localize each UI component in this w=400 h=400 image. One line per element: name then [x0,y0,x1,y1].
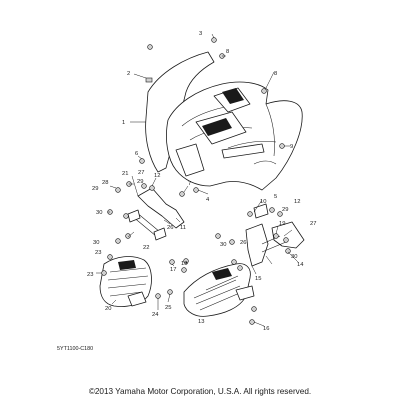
callout-27-b: 27 [138,170,144,176]
callout-2: 2 [127,71,130,77]
callout-22: 22 [143,245,149,251]
right-bracket [245,203,305,267]
callout-27: 27 [310,221,316,227]
callout-5: 5 [274,194,277,200]
callout-23: 23 [87,272,93,278]
left-footrest [99,256,152,307]
callout-19: 19 [279,221,285,227]
fasteners [101,37,291,325]
left-bracket [127,187,185,241]
callout-25: 25 [165,305,171,311]
callout-24: 24 [152,312,159,318]
copyright-notice: ©2013 Yamaha Motor Corporation, U.S.A. A… [88,387,312,396]
callout-30-d: 30 [220,242,226,248]
callout-9: 9 [290,144,293,150]
callout-7: 7 [188,181,191,187]
callout-12-b: 12 [294,199,300,205]
callout-23-b: 23 [95,250,101,256]
callout-17: 17 [170,267,176,273]
leader-lines [96,33,299,327]
callout-1: 1 [122,120,125,126]
callout-6: 6 [135,151,138,157]
callout-20: 20 [105,306,111,312]
callout-11: 11 [180,225,186,231]
callouts: 1 2 3 4 5 6 7 8 9 10 11 12 13 14 15 16 1… [87,31,316,332]
callout-8: 8 [274,71,277,77]
callout-3: 3 [199,31,202,37]
callout-10: 10 [260,199,266,205]
callout-15: 15 [255,276,261,282]
callout-26-b: 26 [240,240,246,246]
callout-21: 21 [122,171,128,177]
callout-30-b: 30 [93,240,99,246]
callouts-repeat: 29 27 12 29 8 30 23 30 30 26 [93,49,300,260]
callout-28: 28 [102,180,108,186]
callout-30: 30 [96,210,102,216]
rear-fender [145,51,303,191]
callout-26: 26 [167,225,173,231]
diagram-code: 5YT1100-C180 [57,346,94,352]
callout-8-b: 8 [226,49,229,55]
callout-18: 18 [181,261,187,267]
callout-14: 14 [297,262,304,268]
callout-29-b: 29 [137,179,143,185]
callout-4: 4 [206,197,210,203]
callout-29: 29 [92,186,98,192]
callout-16: 16 [263,326,269,332]
callout-13: 13 [198,319,204,325]
callout-12: 12 [154,173,160,179]
right-footrest [183,263,255,317]
callout-30-c: 30 [291,254,297,260]
callout-29-c: 29 [282,207,288,213]
